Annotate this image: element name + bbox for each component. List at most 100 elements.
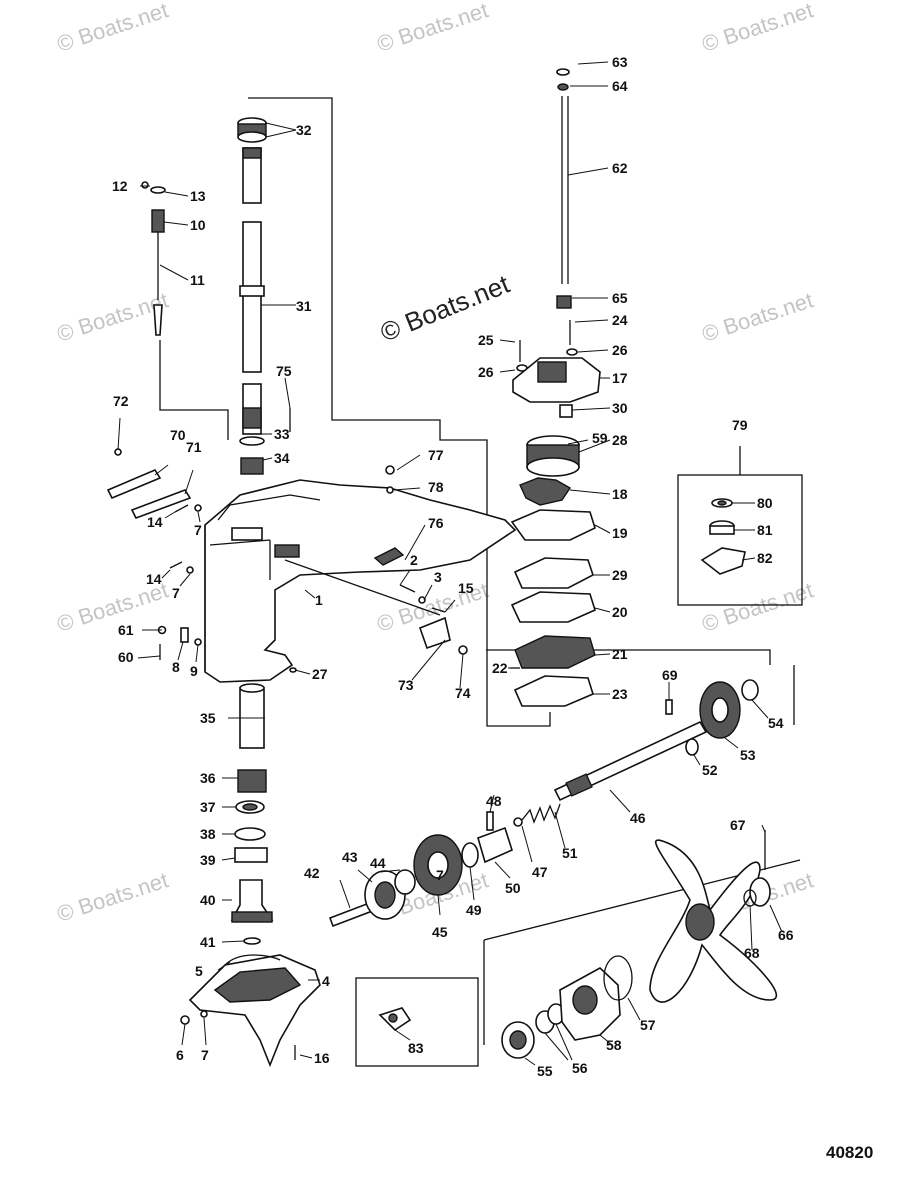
- part-label: 24: [612, 312, 628, 328]
- part-label: 16: [314, 1050, 330, 1066]
- assembly-lines: [159, 97, 803, 1067]
- part-label: 18: [612, 486, 628, 502]
- part-label: 17: [612, 370, 628, 386]
- kit-79-contents: [700, 498, 746, 575]
- part-label: 60: [118, 649, 134, 665]
- propeller-shaft: [553, 720, 708, 802]
- part-label: 8: [172, 659, 180, 675]
- watermark: © Boats.net: [54, 867, 171, 926]
- anode: [418, 616, 451, 650]
- driveshaft: [242, 221, 262, 373]
- part-label: 83: [408, 1040, 424, 1056]
- part-label: 9: [190, 663, 198, 679]
- plate: [130, 489, 192, 519]
- lower-driveshaft-parts: [230, 683, 274, 945]
- shift-coupler: [151, 209, 165, 233]
- part-label: 56: [572, 1060, 588, 1076]
- part-label: 34: [274, 450, 290, 466]
- washer: [239, 436, 265, 446]
- gasket: [513, 675, 594, 707]
- pump-base: [514, 635, 596, 669]
- part-label: 52: [702, 762, 718, 778]
- part-label: 68: [744, 945, 760, 961]
- part-label: 30: [612, 400, 628, 416]
- part-label: 76: [428, 515, 444, 531]
- cover: [373, 547, 405, 566]
- part-label: 11: [190, 272, 205, 288]
- part-label: 77: [428, 447, 444, 463]
- gasket: [510, 509, 596, 541]
- part-label: 22: [492, 660, 508, 676]
- part-label: 33: [274, 426, 290, 442]
- impeller: [519, 477, 571, 506]
- part-label: 4: [322, 973, 330, 989]
- watermark: © Boats.net: [699, 287, 816, 346]
- part-label: 49: [466, 902, 482, 918]
- part-label: 29: [612, 567, 628, 583]
- part-label: 27: [312, 666, 328, 682]
- part-label: 45: [432, 924, 448, 940]
- part-label: 66: [778, 927, 794, 943]
- part-label: 13: [190, 188, 206, 204]
- part-label: 43: [342, 849, 358, 865]
- part-label: 25: [478, 332, 494, 348]
- gasket: [510, 591, 596, 623]
- part-label: 20: [612, 604, 628, 620]
- part-label: 36: [200, 770, 216, 786]
- part-label: 23: [612, 686, 628, 702]
- watermark: © Boats.net: [699, 0, 816, 57]
- part-label: 67: [730, 817, 746, 833]
- bearing: [237, 769, 267, 793]
- part-label: 7: [172, 585, 180, 601]
- part-label: 31: [296, 298, 312, 314]
- shift-rod: [153, 304, 163, 336]
- part-label: 57: [640, 1017, 656, 1033]
- part-label: 64: [612, 78, 628, 94]
- gear-housing: [106, 408, 517, 683]
- watermark: © Boats.net: [54, 287, 171, 346]
- part-label: 61: [118, 622, 134, 638]
- part-label: 54: [768, 715, 784, 731]
- gearcase-lower: [180, 954, 321, 1068]
- part-label: 41: [200, 934, 216, 950]
- part-label: 40: [200, 892, 216, 908]
- part-label: 74: [455, 685, 471, 701]
- figure-number: 40820: [826, 1143, 873, 1162]
- part-label: 75: [276, 363, 292, 379]
- part-label: 51: [562, 845, 578, 861]
- part-label: 65: [612, 290, 628, 306]
- part-label: 70: [170, 427, 186, 443]
- part-label: 5: [195, 963, 203, 979]
- leader-lines: [117, 61, 783, 1066]
- part-label: 81: [757, 522, 773, 538]
- part-label: 7: [436, 867, 444, 883]
- part-label: 71: [186, 439, 202, 455]
- part-label: 63: [612, 54, 628, 70]
- part-label: 44: [370, 855, 386, 871]
- part-label: 35: [200, 710, 216, 726]
- part-label: 3: [434, 569, 442, 585]
- part-label: 15: [458, 580, 474, 596]
- plate: [106, 468, 162, 500]
- part-label: 69: [662, 667, 678, 683]
- part-label: 58: [606, 1037, 622, 1053]
- part-label: 55: [537, 1063, 553, 1079]
- part-label: 19: [612, 525, 628, 541]
- part-label: 39: [200, 852, 216, 868]
- part-label: 80: [757, 495, 773, 511]
- part-label: 79: [732, 417, 748, 433]
- part-label: 21: [612, 646, 628, 662]
- watermark-group: © Boats.net © Boats.net © Boats.net © Bo…: [54, 0, 816, 927]
- part-label: 38: [200, 826, 216, 842]
- driveshaft-housing: [204, 479, 517, 683]
- watermark: © Boats.net: [699, 577, 816, 636]
- part-label: 26: [612, 342, 628, 358]
- part-label: 10: [190, 217, 206, 233]
- clutch: [477, 826, 513, 864]
- part-label: 12: [112, 178, 128, 194]
- part-labels: 1 2 3 4 5 6 7 7 7 7 8 9 10 11 12 13 14 1…: [112, 54, 794, 1079]
- part-label: 82: [757, 550, 773, 566]
- part-label: 73: [398, 677, 414, 693]
- part-label: 14: [147, 514, 163, 530]
